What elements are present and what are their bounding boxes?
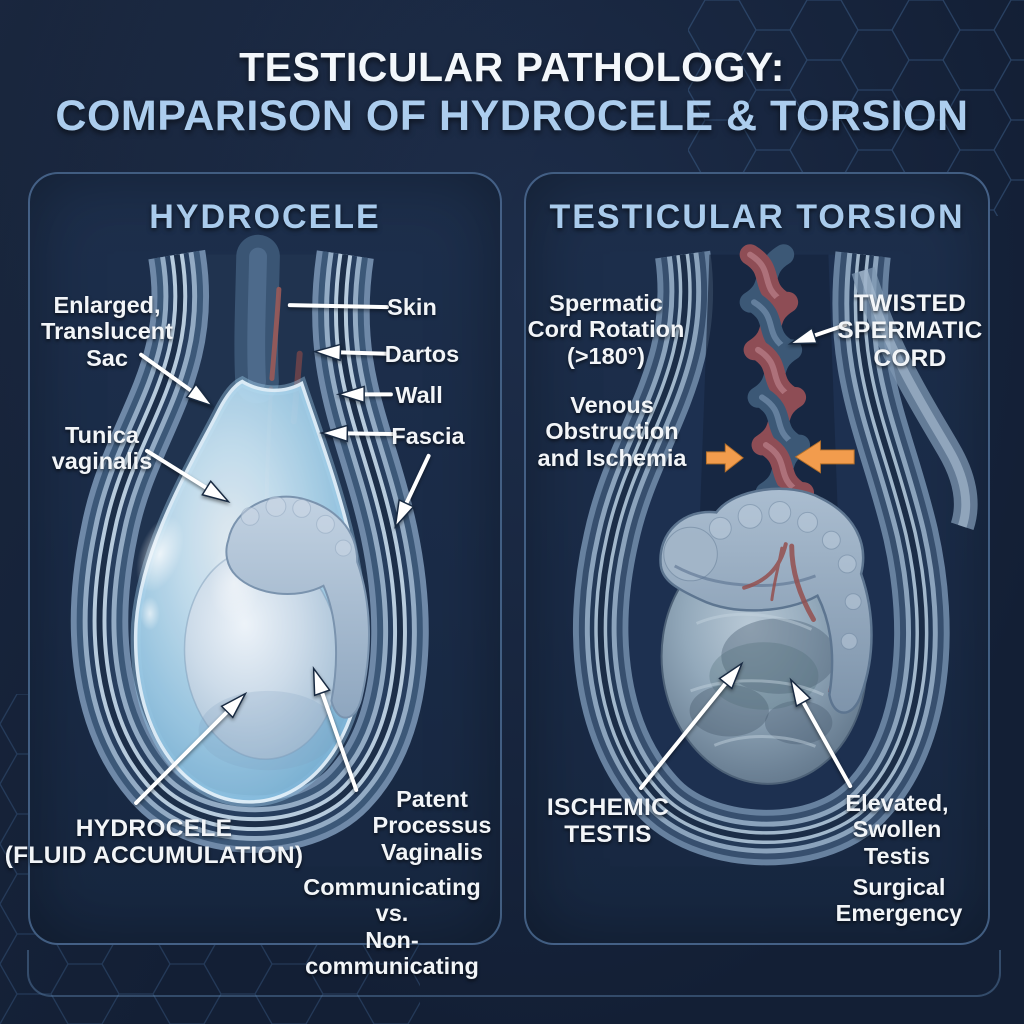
compression-arrow-right: [794, 440, 855, 474]
label-communicating-vs-noncommunicating: Communicating vs. Non-communicating: [303, 874, 481, 979]
label-skin: Skin: [387, 294, 437, 320]
label-fascia: Fascia: [391, 423, 465, 449]
label-hydrocele-fluid-accumulation: HYDROCELE (FLUID ACCUMULATION): [4, 815, 304, 870]
title-line-2: COMPARISON OF HYDROCELE & TORSION: [55, 91, 969, 140]
sac-highlight: [136, 516, 184, 592]
torsion-header: TESTICULAR TORSION: [549, 198, 965, 236]
epididymis: [225, 495, 370, 719]
decorative-bottom-frame: [27, 950, 1001, 997]
hydrocele-header: HYDROCELE: [149, 198, 381, 236]
twisted-cord-arrow: [787, 323, 848, 345]
label-surgical-emergency: Surgical Emergency: [835, 874, 963, 927]
spermatic-cord: [234, 234, 303, 547]
tunica-vaginalis-arrow: [145, 448, 231, 503]
title-line-1: TESTICULAR PATHOLOGY:: [239, 44, 785, 90]
label-venous-obstruction-ischemia: Venous Obstruction and Ischemia: [537, 392, 687, 471]
leader-arrows: [639, 323, 853, 790]
label-enlarged-translucent-sac: Enlarged, Translucent Sac: [41, 292, 173, 371]
fluid-accumulation-arrow: [134, 691, 248, 805]
label-dartos: Dartos: [384, 341, 460, 367]
label-wall: Wall: [395, 382, 443, 408]
swollen-epididymis: [659, 487, 873, 714]
label-elevated-swollen-testis: Elevated, Swollen Testis: [845, 790, 949, 869]
fascia-long-arrow: [394, 453, 431, 529]
label-ischemic-testis: ISCHEMIC TESTIS: [546, 794, 670, 849]
leader-arrows: [134, 303, 431, 805]
label-twisted-spermatic-cord: TWISTED SPERMATIC CORD: [837, 290, 983, 372]
vas-vessel: [269, 286, 282, 382]
page-title: TESTICULAR PATHOLOGY: COMPARISON OF HYDR…: [0, 44, 1024, 141]
compression-arrows: [705, 440, 855, 474]
label-patent-processus-vaginalis: Patent Processus Vaginalis: [372, 786, 492, 865]
skin-leader-line: [287, 303, 389, 310]
enlarged-sac-arrow: [139, 352, 215, 408]
hydrocele-illustration: [70, 234, 431, 853]
obstructed-vessels: [742, 542, 816, 622]
torsion-illustration: [573, 244, 978, 866]
dartos-arrow: [312, 343, 389, 362]
patent-processus-arrow: [312, 666, 359, 793]
label-tunica-vaginalis: Tunica vaginalis: [51, 422, 153, 475]
hydrocele-panel: HYDROCELE Enlarged, Translucent Sac Tuni…: [5, 172, 502, 979]
fascia-arrow: [318, 424, 397, 443]
torsion-panel: TESTICULAR TORSION Spermatic Cord Rotati…: [524, 172, 990, 945]
label-spermatic-cord-rotation: Spermatic Cord Rotation (>180°): [527, 290, 685, 369]
ischemic-testis-arrow: [639, 661, 744, 790]
elevated-testis-arrow: [789, 677, 853, 789]
compression-arrow-left: [705, 442, 744, 473]
